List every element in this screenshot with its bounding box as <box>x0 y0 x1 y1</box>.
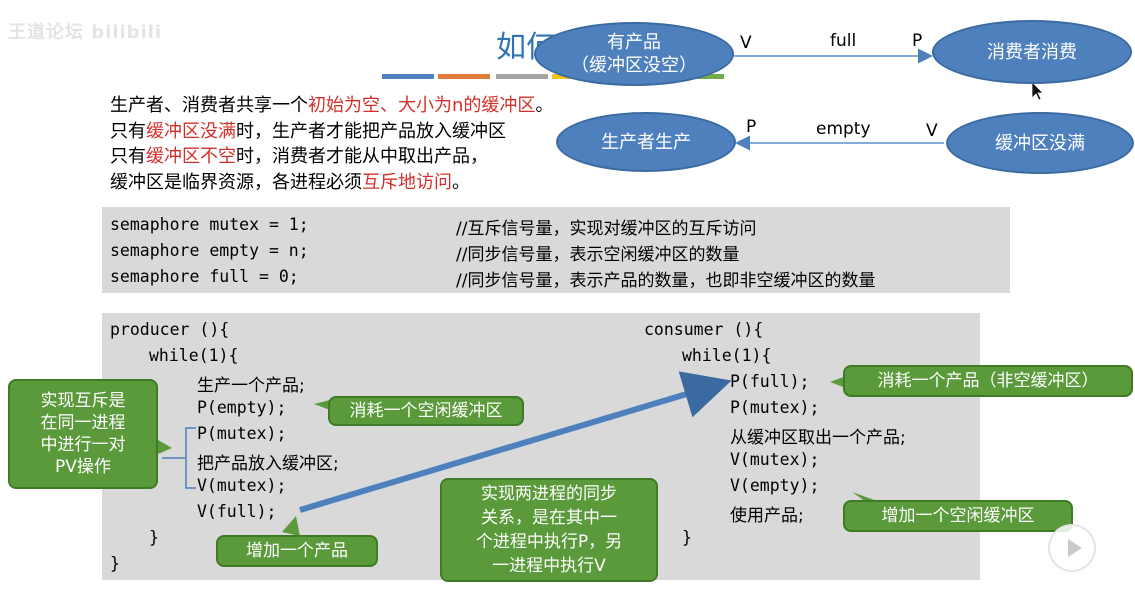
producer-v-full: V(full); <box>197 502 277 521</box>
intro-l1-a: 生产者、消费者共享一个 <box>110 95 308 116</box>
flow-label-top-p: P <box>912 31 923 51</box>
callout-pointer-add-product <box>282 516 300 536</box>
note-add-empty-buffer-text: 增加一个空闲缓冲区 <box>881 506 1035 526</box>
note-add-product-text: 增加一个产品 <box>246 541 348 561</box>
intro-l3-red: 缓冲区不空 <box>146 146 236 167</box>
callout-pointer-empty-buffer <box>314 400 330 410</box>
mouse-cursor-icon <box>1031 81 1044 101</box>
intro-l2-a: 只有 <box>110 120 146 142</box>
intro-l3-b: 时，消费者才能从中取出产品， <box>236 146 488 167</box>
intro-l1-red: 初始为空、大小为n的缓冲区 <box>308 95 536 116</box>
flow-label-bot-p: P <box>746 117 757 137</box>
producer-v-mutex: V(mutex); <box>197 476 287 495</box>
note-sync-line-2: 关系，是在其中一 <box>480 508 617 528</box>
note-mutex-line-3: 中进行一对 <box>40 435 126 455</box>
ellipse-has-product: 有产品 （缓冲区没空） <box>534 22 734 86</box>
note-add-product: 增加一个产品 <box>216 535 378 567</box>
flow-label-bot-v: V <box>926 121 938 141</box>
play-icon[interactable] <box>1048 524 1096 572</box>
producer-while: while(1){ <box>149 346 239 365</box>
intro-l4-b: 。 <box>452 171 470 193</box>
ellipse-has-product-line-2: （缓冲区没空） <box>571 55 697 76</box>
consumer-code-block: consumer (){ while(1){ P(full); P(mutex)… <box>636 313 980 580</box>
intro-l3-a: 只有 <box>110 146 146 167</box>
sem-mutex-comment: //互斥信号量，实现对缓冲区的互斥访问 <box>456 219 757 239</box>
note-consume-product-text: 消耗一个产品（非空缓冲区） <box>877 371 1099 391</box>
intro-line-4: 缓冲区是临界资源，各进程必须互斥地访问。 <box>110 170 614 196</box>
note-sync-two-processes: 实现两进程的同步 关系，是在其中一 个进程中执行P，另 一进程中执行V <box>440 478 658 582</box>
flow-label-top-v: V <box>740 33 752 53</box>
sem-full-code: semaphore full = 0; <box>110 267 299 286</box>
note-mutex-line-1: 实现互斥是 <box>40 391 126 411</box>
consumer-v-mutex: V(mutex); <box>730 450 820 469</box>
note-consume-empty-buffer: 消耗一个空闲缓冲区 <box>328 396 524 426</box>
note-consume-product: 消耗一个产品（非空缓冲区） <box>843 365 1133 397</box>
ellipse-has-product-line-1: 有产品 <box>607 32 661 53</box>
intro-l4-a: 缓冲区是临界资源，各进程必须 <box>110 171 362 193</box>
ellipse-buffer-not-full: 缓冲区没满 <box>946 112 1134 174</box>
consumer-use-line: 使用产品; <box>730 506 804 526</box>
note-sync-line-1: 实现两进程的同步 <box>480 484 617 504</box>
producer-p-mutex: P(mutex); <box>197 424 287 443</box>
sync-arrow-full <box>299 371 732 513</box>
producer-close-inner: } <box>149 528 159 547</box>
sem-full-comment: //同步信号量，表示产品的数量，也即非空缓冲区的数量 <box>456 271 876 291</box>
intro-l1-b: 。 <box>535 95 554 116</box>
sem-empty-code: semaphore empty = n; <box>110 241 309 260</box>
ellipse-producer-produce-text: 生产者生产 <box>601 131 691 153</box>
producer-p-empty: P(empty); <box>197 398 287 417</box>
sem-empty-comment: //同步信号量，表示空闲缓冲区的数量 <box>456 245 740 265</box>
underline-bar-gray <box>496 74 548 79</box>
note-mutex-line-4: PV操作 <box>55 457 111 477</box>
note-mutex-same-process: 实现互斥是 在同一进程 中进行一对 PV操作 <box>8 379 158 489</box>
intro-text: 生产者、消费者共享一个初始为空、大小为n的缓冲区。 只有缓冲区没满时，生产者才能… <box>110 93 614 195</box>
semaphore-declarations: semaphore mutex = 1; //互斥信号量，实现对缓冲区的互斥访问… <box>102 207 1010 293</box>
ellipse-consumer-consume-text: 消费者消费 <box>987 41 1077 63</box>
sem-mutex-code: semaphore mutex = 1; <box>110 215 309 234</box>
producer-produce-line: 生产一个产品; <box>197 376 305 396</box>
callout-pointer-mutex <box>158 440 172 454</box>
consumer-p-full: P(full); <box>730 372 810 391</box>
ellipse-has-product-text: 有产品 （缓冲区没空） <box>571 31 697 77</box>
consumer-header: consumer (){ <box>644 320 764 339</box>
producer-close-outer: } <box>110 554 120 573</box>
consumer-p-mutex: P(mutex); <box>730 398 820 417</box>
ellipse-buffer-not-full-text: 缓冲区没满 <box>995 132 1085 154</box>
note-consume-empty-buffer-text: 消耗一个空闲缓冲区 <box>349 401 503 421</box>
note-sync-line-3: 个进程中执行P，另 <box>475 532 623 552</box>
ellipse-producer-produce: 生产者生产 <box>556 112 736 172</box>
underline-bar-blue <box>382 74 434 79</box>
note-add-empty-buffer: 增加一个空闲缓冲区 <box>843 500 1073 532</box>
consumer-while: while(1){ <box>682 346 772 365</box>
flow-label-full: full <box>830 31 857 51</box>
flow-label-empty: empty <box>816 119 871 139</box>
ellipse-consumer-consume: 消费者消费 <box>932 20 1132 84</box>
intro-l4-red: 互斥地访问 <box>362 171 452 193</box>
note-mutex-line-2: 在同一进程 <box>40 413 126 433</box>
consumer-take-line: 从缓冲区取出一个产品; <box>730 428 906 448</box>
callout-pointer-consume <box>830 376 846 388</box>
consumer-close-inner: } <box>682 528 692 547</box>
producer-header: producer (){ <box>110 320 230 339</box>
watermark-logo: 王道论坛 bilibili <box>8 22 163 43</box>
mutex-bracket <box>185 427 196 489</box>
intro-l2-red: 缓冲区没满 <box>146 120 236 142</box>
producer-put-line: 把产品放入缓冲区; <box>197 454 339 474</box>
intro-line-1: 生产者、消费者共享一个初始为空、大小为n的缓冲区。 <box>110 93 614 119</box>
consumer-v-empty: V(empty); <box>730 476 820 495</box>
intro-line-3: 只有缓冲区不空时，消费者才能从中取出产品， <box>110 144 614 170</box>
intro-l2-b: 时，生产者才能把产品放入缓冲区 <box>236 120 506 142</box>
underline-bar-orange <box>438 74 490 79</box>
note-sync-line-4: 一进程中执行V <box>492 556 606 576</box>
